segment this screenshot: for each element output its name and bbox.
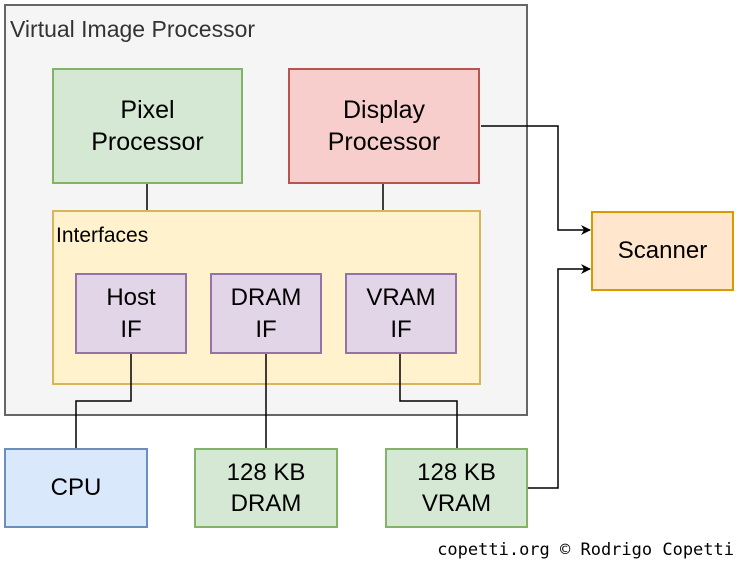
scanner-block: Scanner (591, 211, 734, 291)
dram-label: 128 KB DRAM (226, 458, 306, 517)
scanner-label: Scanner (617, 237, 708, 265)
wire-vram-to-scanner (528, 264, 591, 489)
vram-if-block: VRAM IF (345, 273, 457, 354)
cpu-label: CPU (50, 474, 102, 502)
cpu-block: CPU (4, 448, 148, 528)
pixel-processor-label: Pixel Processor (91, 95, 204, 157)
pixel-processor-block: Pixel Processor (52, 68, 243, 184)
interfaces-container-label: Interfaces (56, 224, 149, 247)
dram-if-label: DRAM IF (230, 284, 302, 343)
vram-label: 128 KB VRAM (417, 458, 496, 517)
vip-container-label: Virtual Image Processor (10, 16, 256, 42)
host-if-block: Host IF (75, 273, 187, 354)
display-processor-block: Display Processor (288, 68, 480, 184)
dram-block: 128 KB DRAM (194, 448, 338, 528)
vram-if-label: VRAM IF (366, 284, 436, 343)
copyright-credit: copetti.org © Rodrigo Copetti (437, 540, 734, 560)
display-processor-label: Display Processor (327, 95, 441, 157)
vram-block: 128 KB VRAM (385, 448, 528, 528)
dram-if-block: DRAM IF (210, 273, 322, 354)
host-if-label: Host IF (106, 284, 156, 343)
